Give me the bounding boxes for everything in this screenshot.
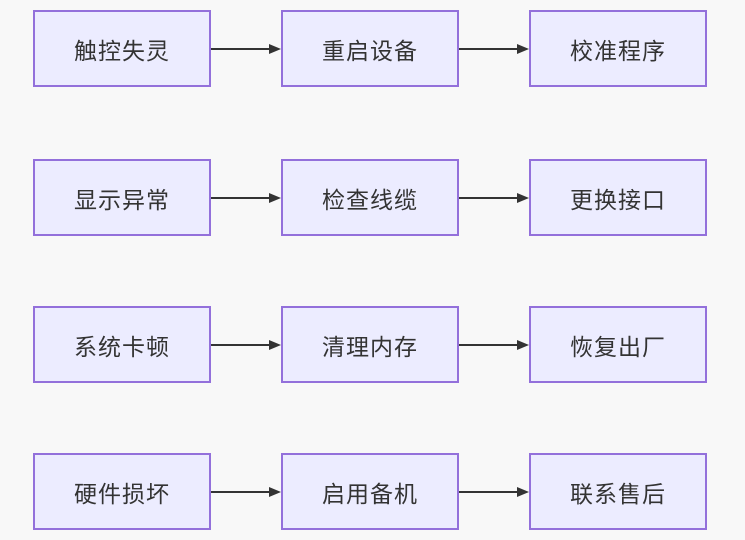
arrow-right-icon [459, 453, 529, 530]
flow-node-label: 更换接口 [570, 186, 666, 213]
arrow-head-icon [269, 43, 281, 54]
arrow-right-icon [459, 10, 529, 87]
flow-row-1: 触控失灵 重启设备 校准程序 [33, 10, 707, 87]
arrow-head-icon [269, 339, 281, 350]
flow-node: 恢复出厂 [529, 306, 707, 383]
arrow-right-icon [211, 306, 281, 383]
arrow-line [211, 490, 272, 493]
arrow-head-icon [517, 339, 529, 350]
flow-node-label: 检查线缆 [322, 186, 418, 213]
arrow-line [459, 343, 520, 346]
arrow-line [211, 343, 272, 346]
flow-node-label: 启用备机 [322, 480, 418, 507]
arrow-line [459, 490, 520, 493]
flow-node: 启用备机 [281, 453, 459, 530]
flow-node: 更换接口 [529, 159, 707, 236]
arrow-line [459, 196, 520, 199]
arrow-head-icon [269, 192, 281, 203]
flow-node: 校准程序 [529, 10, 707, 87]
flow-node: 检查线缆 [281, 159, 459, 236]
arrow-line [211, 47, 272, 50]
flow-node: 显示异常 [33, 159, 211, 236]
arrow-head-icon [517, 43, 529, 54]
flow-node-label: 联系售后 [570, 480, 666, 507]
arrow-right-icon [459, 159, 529, 236]
arrow-right-icon [211, 159, 281, 236]
flow-node-label: 校准程序 [570, 37, 666, 64]
arrow-head-icon [269, 486, 281, 497]
flow-node: 重启设备 [281, 10, 459, 87]
flow-row-2: 显示异常 检查线缆 更换接口 [33, 159, 707, 236]
arrow-head-icon [517, 192, 529, 203]
flow-row-3: 系统卡顿 清理内存 恢复出厂 [33, 306, 707, 383]
flow-node-label: 恢复出厂 [570, 333, 666, 360]
flow-node: 联系售后 [529, 453, 707, 530]
flow-node: 系统卡顿 [33, 306, 211, 383]
flow-node-label: 触控失灵 [74, 37, 170, 64]
flow-node-label: 清理内存 [322, 333, 418, 360]
flow-node-label: 硬件损坏 [74, 480, 170, 507]
flow-node: 硬件损坏 [33, 453, 211, 530]
flow-node: 清理内存 [281, 306, 459, 383]
arrow-right-icon [211, 10, 281, 87]
flow-node: 触控失灵 [33, 10, 211, 87]
arrow-line [211, 196, 272, 199]
flow-node-label: 重启设备 [322, 37, 418, 64]
arrow-line [459, 47, 520, 50]
flow-row-4: 硬件损坏 启用备机 联系售后 [33, 453, 707, 530]
arrow-right-icon [459, 306, 529, 383]
arrow-right-icon [211, 453, 281, 530]
flow-node-label: 显示异常 [74, 186, 170, 213]
flow-node-label: 系统卡顿 [74, 333, 170, 360]
arrow-head-icon [517, 486, 529, 497]
